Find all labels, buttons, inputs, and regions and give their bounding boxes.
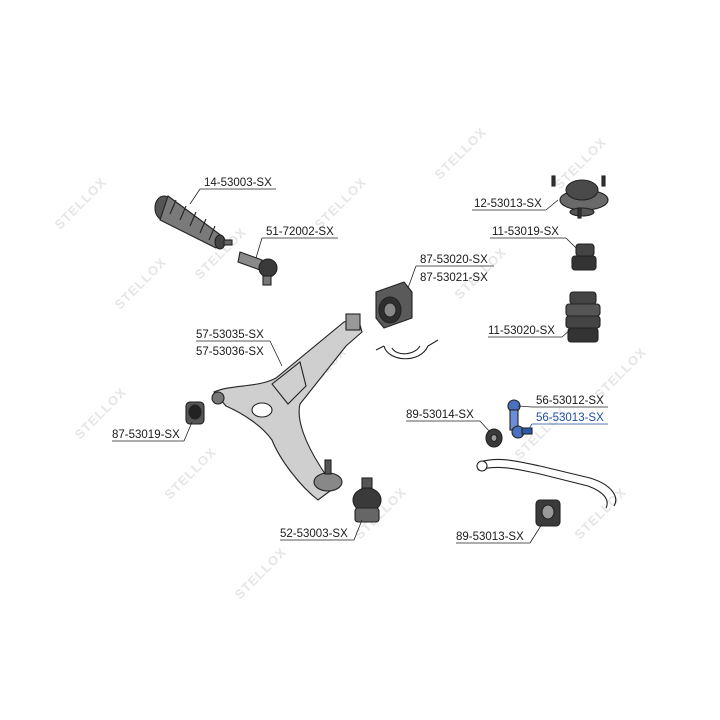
part-label-bar-bushing[interactable]: 89-53013-SX — [456, 531, 524, 543]
leader-line — [472, 199, 559, 211]
part-labels: 14-53003-SX 51-72002-SX 12-53013-SX 11-5… — [112, 177, 604, 543]
watermark: STELLOX — [312, 174, 370, 232]
leader-line — [407, 265, 494, 289]
part-label-link-1[interactable]: 56-53012-SX — [536, 395, 604, 407]
leader-line — [456, 523, 543, 544]
part-label-bump-stop-small[interactable]: 11-53019-SX — [492, 226, 559, 238]
part-label-control-arm-1[interactable]: 57-53035-SX — [196, 329, 264, 341]
part-label-link-2[interactable]: 56-53013-SX — [536, 412, 604, 424]
bump-stop-small-drawing — [571, 243, 597, 271]
stabilizer-bushing-drawing — [375, 281, 439, 360]
watermark: STELLOX — [112, 254, 170, 312]
watermark: STELLOX — [52, 174, 110, 232]
part-label-control-arm-2[interactable]: 57-53036-SX — [196, 346, 264, 358]
arm-bushing-drawing — [185, 401, 205, 425]
watermark: STELLOX — [592, 344, 650, 402]
leader-line — [488, 329, 571, 338]
part-label-bump-stop-large[interactable]: 11-53020-SX — [488, 325, 555, 337]
part-label-strut-mount[interactable]: 12-53013-SX — [474, 198, 542, 210]
ball-joint-drawing — [352, 477, 382, 523]
bump-stop-large-drawing — [565, 291, 601, 343]
part-label-tie-rod-end[interactable]: 51-72002-SX — [266, 226, 334, 238]
leader-line — [280, 519, 363, 541]
strut-mount-drawing — [551, 175, 609, 219]
link-bushing-drawing — [485, 428, 503, 448]
bar-bushing-drawing — [535, 499, 561, 527]
leader-line — [189, 188, 276, 205]
tie-rod-end-drawing — [237, 251, 278, 286]
stabilizer-link-drawing — [507, 399, 533, 439]
steering-boot-drawing — [154, 195, 233, 250]
leader-line — [406, 420, 491, 433]
watermark-layer: STELLOX STELLOX STELLOX STELLOX STELLOX … — [52, 124, 650, 602]
leader-line — [255, 237, 338, 259]
part-label-link-bushing[interactable]: 89-53014-SX — [406, 409, 474, 421]
control-arm-drawing — [211, 313, 363, 501]
part-label-arm-bushing[interactable]: 87-53019-SX — [112, 429, 180, 441]
stabilizer-bar-drawing — [476, 458, 617, 509]
watermark: STELLOX — [232, 544, 290, 602]
leader-line — [196, 340, 283, 367]
watermark: STELLOX — [432, 124, 490, 182]
part-label-ball-joint[interactable]: 52-53003-SX — [280, 528, 348, 540]
part-label-stab-bushing-1[interactable]: 87-53020-SX — [420, 254, 488, 266]
leader-line — [517, 405, 608, 408]
part-label-stab-bushing-2[interactable]: 87-53021-SX — [420, 272, 488, 284]
leader-line — [112, 421, 193, 442]
part-label-boot[interactable]: 14-53003-SX — [204, 177, 272, 189]
leader-line — [527, 423, 608, 431]
leader-line — [490, 237, 577, 249]
watermark: STELLOX — [162, 444, 220, 502]
leader-lines — [112, 188, 608, 544]
